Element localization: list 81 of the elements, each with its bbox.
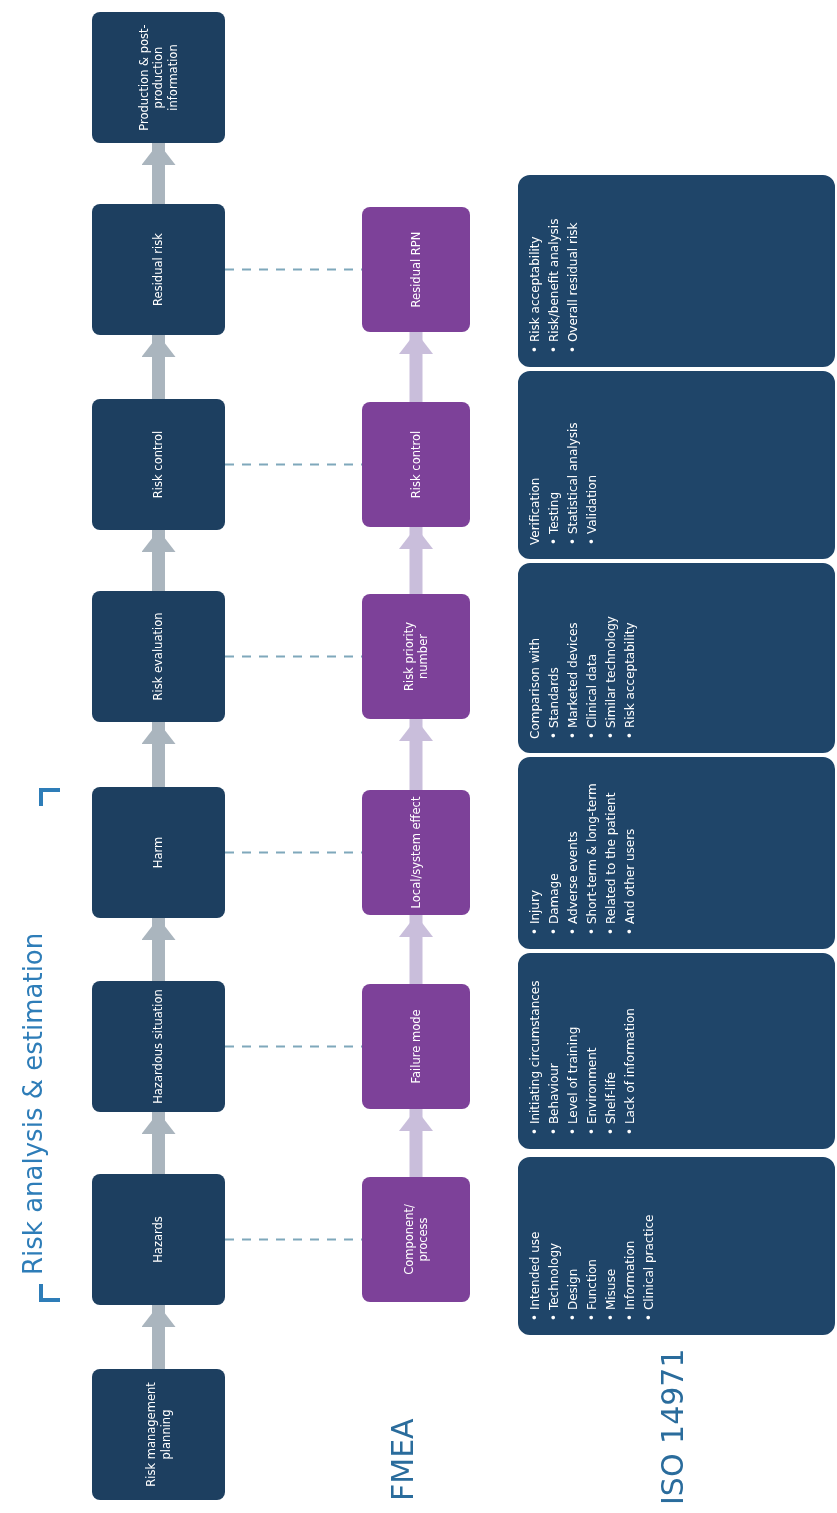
list-item: • Information (623, 1239, 638, 1321)
list-item: • Validation (585, 473, 600, 545)
box-label: Hazardous situation (151, 989, 166, 1104)
section-label: FMEA (385, 1418, 420, 1501)
list-item: • Environment (585, 1046, 600, 1135)
list-item: • Technology (547, 1241, 562, 1321)
block-arrow (399, 527, 433, 594)
block-arrow (141, 530, 176, 591)
list-item: • Shelf-life (604, 1071, 619, 1135)
box-label: Risk priority number (401, 621, 431, 693)
process-box (92, 12, 225, 143)
list-item: • Behaviour (547, 1062, 562, 1135)
box-label: Component/ process (401, 1203, 431, 1277)
block-arrow (399, 332, 433, 402)
list-item: • Function (585, 1258, 600, 1321)
process-box (92, 399, 225, 530)
box-label: Production & post-production information (136, 23, 181, 133)
list-item: • Risk acceptability (528, 235, 543, 353)
list-item: • Adverse events (566, 830, 581, 935)
block-arrow (399, 1109, 433, 1177)
list-item: • Initiating circumstances (528, 979, 543, 1135)
list-item: • Similar technology (604, 615, 619, 739)
list-item: • Risk/benefit analysis (547, 217, 562, 353)
process-box (92, 204, 225, 335)
list-item: • Risk acceptability (623, 621, 638, 739)
list-item: Comparison with (528, 636, 543, 739)
box-label: Risk evaluation (151, 612, 166, 701)
box-label: Local/system effect (408, 796, 424, 909)
list-item: • Statistical analysis (566, 421, 581, 545)
list-item: • Related to the patient (604, 791, 619, 935)
process-box (92, 981, 225, 1112)
box-label: Failure mode (408, 1009, 424, 1084)
process-box (92, 1369, 225, 1500)
block-arrow (141, 335, 176, 399)
block-arrow (399, 915, 433, 984)
box-label: Risk control (408, 430, 424, 499)
list-card (516, 561, 837, 755)
section-label: ISO 14971 (655, 1348, 690, 1505)
list-item: • And other users (623, 827, 638, 935)
block-arrow (141, 1112, 176, 1174)
list-item: • Misuse (604, 1267, 619, 1321)
list-item: • Testing (547, 490, 562, 545)
process-box (92, 1174, 225, 1305)
list-item: • Level of training (566, 1025, 581, 1135)
box-label: Harm (151, 836, 166, 869)
list-card (516, 173, 837, 369)
process-box (92, 787, 225, 918)
box-label: Residual RPN (408, 231, 424, 308)
bracket-heading: Risk analysis & estimation (18, 932, 48, 1275)
process-box (362, 1177, 470, 1302)
list-card (516, 951, 837, 1151)
block-arrow (141, 722, 176, 787)
list-item: • Marketed devices (566, 621, 581, 739)
box-label: Risk management planning (144, 1381, 173, 1489)
list-item: • Intended use (528, 1230, 543, 1321)
process-box (362, 207, 470, 332)
process-box (362, 594, 470, 719)
list-item: • Injury (528, 889, 543, 935)
list-item: • Design (566, 1267, 581, 1321)
process-box (92, 591, 225, 722)
list-item: • Damage (547, 872, 562, 935)
box-label: Hazards (151, 1216, 166, 1263)
list-item: • Clinical data (585, 653, 600, 739)
list-item: Verification (528, 476, 543, 545)
list-card (516, 369, 837, 561)
list-item: • Lack of information (623, 1007, 638, 1135)
process-box (362, 984, 470, 1109)
list-item: • Short-term & long-term (585, 782, 600, 935)
block-arrow (141, 1305, 176, 1369)
block-arrow (141, 918, 176, 981)
block-arrow (141, 143, 176, 204)
box-label: Residual risk (151, 233, 166, 306)
box-label: Risk control (151, 430, 166, 499)
list-card (516, 1155, 837, 1337)
list-item: • Standards (547, 666, 562, 739)
list-item: • Clinical practice (642, 1213, 657, 1321)
list-item: • Overall residual risk (566, 221, 581, 353)
block-arrow (399, 719, 433, 790)
list-card (516, 755, 837, 951)
process-box (362, 402, 470, 527)
process-box (362, 790, 470, 915)
